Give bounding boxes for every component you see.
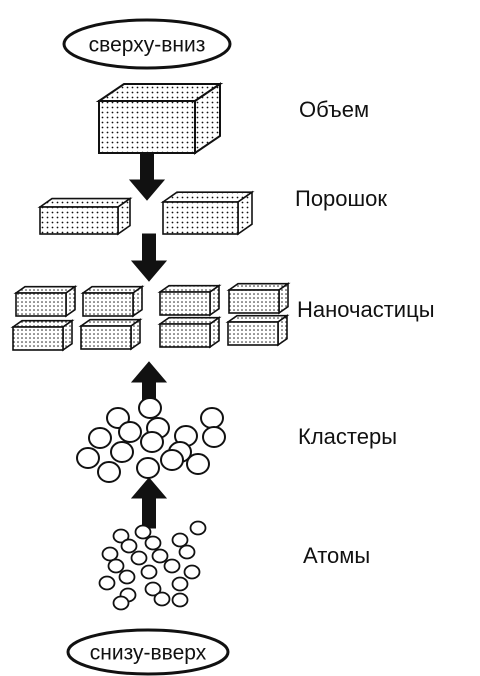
top-oval: [62, 18, 232, 70]
atom-circle-16: [183, 564, 201, 580]
level-label-clusters: Кластеры: [298, 424, 397, 449]
bottom-oval-label: снизу-вверх: [89, 641, 207, 665]
nanoparticle-block-3: [157, 284, 222, 317]
bottom-oval: [66, 628, 230, 676]
atom-circle-14: [140, 564, 158, 580]
nanoparticle-block-7: [157, 316, 222, 349]
cluster-circle-4: [88, 427, 112, 449]
atom-circle-20: [112, 595, 130, 611]
level-label-powder: Порошок: [295, 186, 388, 211]
level-label-nanoparticles: Наночастицы: [297, 297, 435, 322]
arrow-down-2: [130, 233, 168, 282]
atom-circle-5: [120, 538, 138, 554]
cluster-circle-14: [136, 457, 160, 479]
atom-circle-15: [163, 558, 181, 574]
powder-block-right: [160, 190, 255, 236]
powder-block-left: [37, 197, 133, 236]
cluster-circle-5: [118, 421, 142, 443]
atom-circle-12: [98, 575, 116, 591]
nanoparticle-block-5: [10, 319, 75, 352]
cluster-circle-11: [140, 431, 164, 453]
atom-circle-21: [153, 591, 171, 607]
top-oval-label: сверху-вниз: [88, 33, 206, 57]
arrow-up-4: [130, 477, 168, 529]
atom-circle-6: [144, 535, 162, 551]
atom-circle-4: [101, 546, 119, 562]
cluster-circle-13: [97, 461, 121, 483]
cluster-circle-10: [110, 441, 134, 463]
level-label-bulk: Объем: [299, 97, 370, 122]
cluster-circle-2: [138, 397, 162, 419]
cluster-circle-3: [200, 407, 224, 429]
arrow-down-1: [128, 152, 166, 201]
cluster-circle-15: [160, 449, 184, 471]
nanoparticle-block-4: [226, 282, 291, 315]
atom-circle-8: [107, 558, 125, 574]
cluster-circle-16: [186, 453, 210, 475]
nanoparticle-block-2: [80, 285, 145, 318]
atom-circle-10: [151, 548, 169, 564]
cluster-circle-8: [202, 426, 226, 448]
nanoparticle-block-6: [78, 318, 143, 351]
atom-circle-1: [112, 528, 130, 544]
nanoparticle-block-1: [13, 285, 78, 318]
atom-circle-11: [178, 544, 196, 560]
bulk-block: [95, 82, 224, 155]
atom-circle-18: [144, 581, 162, 597]
atom-circle-19: [171, 576, 189, 592]
atom-circle-7: [171, 532, 189, 548]
atom-circle-3: [189, 520, 207, 536]
atom-circle-9: [130, 550, 148, 566]
atom-circle-13: [118, 569, 136, 585]
atom-circle-22: [171, 592, 189, 608]
cluster-circle-9: [76, 447, 100, 469]
level-label-atoms: Атомы: [303, 543, 371, 568]
nanoparticle-block-8: [225, 314, 290, 347]
atom-circle-2: [134, 524, 152, 540]
